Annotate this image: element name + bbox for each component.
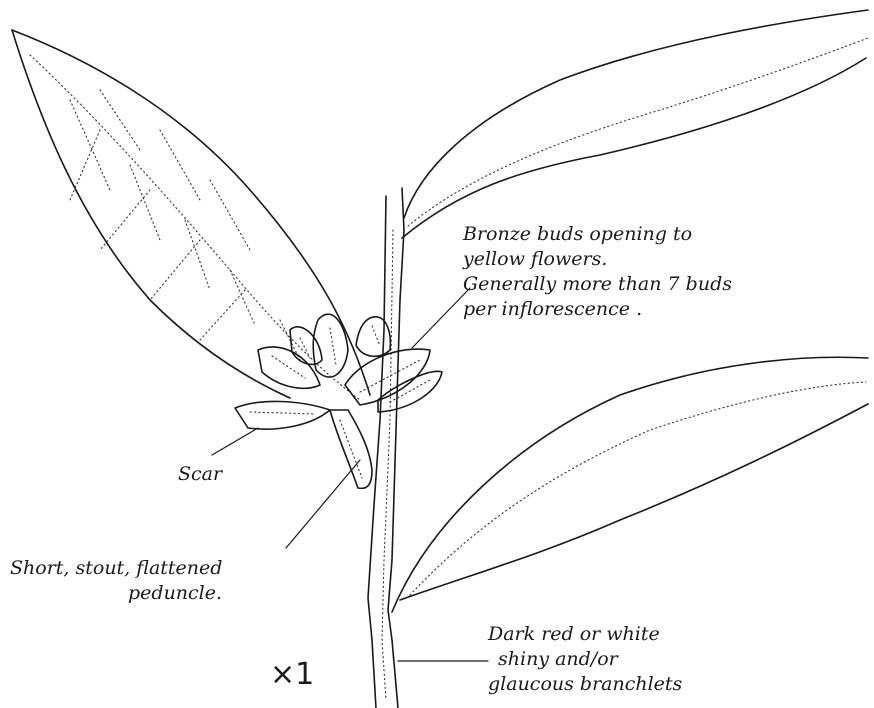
flower-bud-cluster xyxy=(235,314,442,488)
buds-line-2: yellow flowers. xyxy=(463,247,732,272)
buds-line-1: Bronze buds opening to xyxy=(463,222,732,247)
branchlets-annotation: Dark red or white shiny and/or glaucous … xyxy=(488,622,682,697)
scale-label: ×1 xyxy=(270,662,314,687)
buds-line-4: per inflorescence . xyxy=(463,297,732,322)
peduncle-line-1: Short, stout, flattened xyxy=(10,556,222,581)
buds-annotation: Bronze buds opening to yellow flowers. G… xyxy=(463,222,732,322)
upper-right-leaf xyxy=(402,10,868,238)
lower-right-leaf xyxy=(392,357,868,612)
main-stem xyxy=(368,188,404,708)
scar-label: Scar xyxy=(178,462,222,487)
peduncle-annotation: Short, stout, flattened peduncle. xyxy=(10,556,222,606)
buds-line-3: Generally more than 7 buds xyxy=(463,272,732,297)
branchlets-line-1: Dark red or white xyxy=(488,622,682,647)
scar-annotation: Scar xyxy=(178,462,222,487)
peduncle-line-2: peduncle. xyxy=(10,581,222,606)
branchlets-line-2: shiny and/or xyxy=(488,647,682,672)
branchlets-line-3: glaucous branchlets xyxy=(488,672,682,697)
leader-lines xyxy=(212,288,488,661)
left-leaf xyxy=(12,30,370,400)
